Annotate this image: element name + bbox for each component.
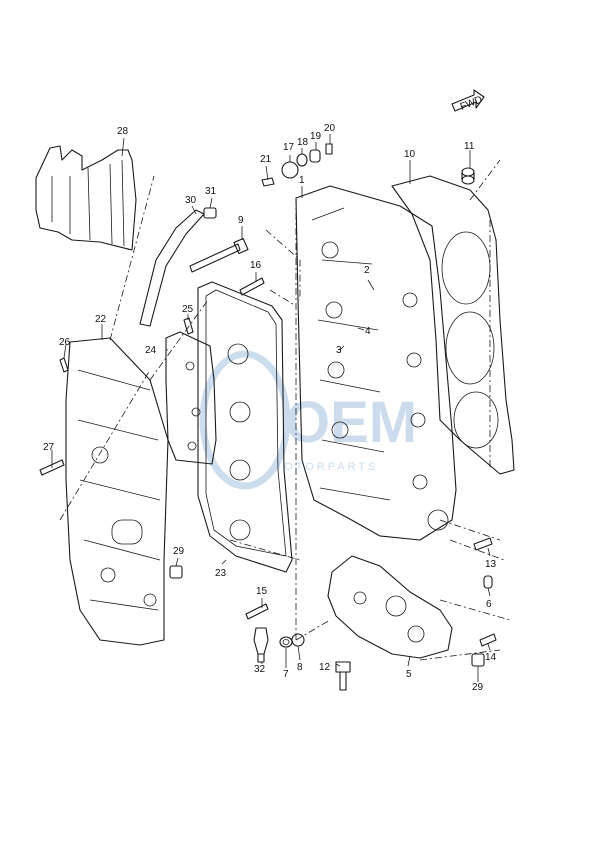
callout-22: 22 bbox=[95, 314, 107, 325]
part-12-bolt bbox=[335, 661, 351, 691]
part-15-bolt bbox=[245, 603, 269, 620]
part-14-bolt bbox=[479, 633, 497, 647]
part-24-plate bbox=[165, 331, 217, 465]
callout-13: 13 bbox=[485, 559, 497, 570]
callout-32: 32 bbox=[254, 664, 266, 675]
part-9-bolt bbox=[189, 237, 249, 273]
part-13-bolt bbox=[473, 537, 493, 551]
part-22-head-cover bbox=[65, 337, 169, 646]
callout-17: 17 bbox=[283, 142, 295, 153]
callout-10: 10 bbox=[404, 149, 416, 160]
part-26-bolt bbox=[59, 357, 69, 373]
fwd-arrow-icon: FWD bbox=[451, 89, 485, 113]
callout-21: 21 bbox=[260, 154, 272, 165]
part-19-bushing bbox=[309, 149, 321, 163]
callout-19: 19 bbox=[310, 131, 322, 142]
callout-23: 23 bbox=[215, 568, 227, 579]
callout-24: 24 bbox=[145, 345, 157, 356]
callout-5: 5 bbox=[406, 669, 412, 680]
watermark-logo: OEM MOTORPARTS bbox=[199, 350, 417, 490]
callout-16: 16 bbox=[250, 260, 262, 271]
callout-26: 26 bbox=[59, 337, 71, 348]
leader-lines bbox=[51, 134, 491, 682]
part-23-gasket bbox=[197, 281, 293, 573]
part-25-bolt bbox=[183, 317, 194, 335]
part-16-bolt bbox=[239, 277, 265, 296]
callout-25: 25 bbox=[182, 304, 194, 315]
part-29-nut-left bbox=[169, 565, 183, 579]
part-18-oring bbox=[296, 153, 308, 167]
part-6-dowel bbox=[483, 575, 493, 589]
part-5-bracket bbox=[327, 555, 453, 659]
part-32-sensor bbox=[253, 627, 269, 663]
callout-18: 18 bbox=[297, 137, 309, 148]
callout-11: 11 bbox=[464, 141, 475, 152]
callout-3: 3 bbox=[336, 345, 342, 356]
callout-2: 2 bbox=[364, 265, 370, 276]
callout-4: 4 bbox=[365, 326, 371, 337]
callout-28: 28 bbox=[117, 126, 129, 137]
part-11-dowel bbox=[461, 167, 475, 185]
part-31-clamp bbox=[203, 207, 217, 219]
svg-text:OEM: OEM bbox=[285, 390, 417, 455]
part-21-bolt bbox=[261, 177, 275, 187]
fwd-label: FWD bbox=[459, 94, 484, 113]
callout-12: 12 bbox=[319, 662, 331, 673]
callout-14: 14 bbox=[485, 652, 497, 663]
callout-7: 7 bbox=[283, 669, 289, 680]
part-17-sensor bbox=[281, 161, 299, 179]
callout-31: 31 bbox=[205, 186, 217, 197]
part-30-hose bbox=[139, 209, 205, 327]
callout-6: 6 bbox=[486, 599, 492, 610]
part-1-cylinder-head bbox=[295, 185, 457, 541]
part-28-cover bbox=[35, 145, 137, 251]
callout-30: 30 bbox=[185, 195, 197, 206]
callout-8: 8 bbox=[297, 662, 303, 673]
callout-29-left: 29 bbox=[173, 546, 185, 557]
reference-lines bbox=[59, 159, 511, 661]
part-7-washer bbox=[279, 636, 293, 648]
callout-29-right: 29 bbox=[472, 682, 484, 693]
callout-9: 9 bbox=[238, 215, 244, 226]
callout-27: 27 bbox=[43, 442, 55, 453]
part-29-nut-right bbox=[471, 653, 485, 667]
part-8-oring bbox=[291, 633, 305, 647]
part-27-bolt bbox=[39, 459, 65, 476]
svg-text:MOTORPARTS: MOTORPARTS bbox=[272, 461, 378, 473]
callout-1: 1 bbox=[299, 175, 305, 186]
callout-labels: 1 2 3 4 5 6 7 8 9 10 11 12 13 14 15 16 1… bbox=[43, 123, 497, 693]
callout-15: 15 bbox=[256, 586, 268, 597]
callout-20: 20 bbox=[324, 123, 336, 134]
part-20-bolt bbox=[325, 143, 333, 155]
